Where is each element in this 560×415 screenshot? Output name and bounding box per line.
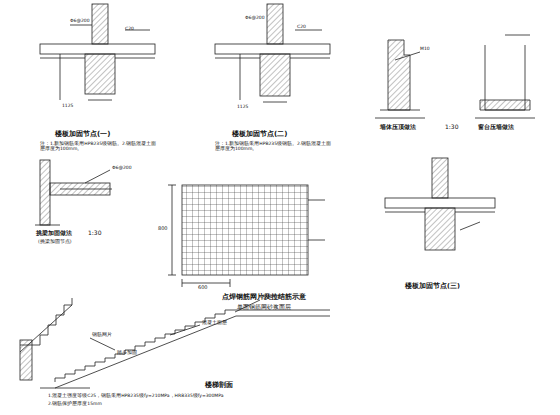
annotation-text: C20 [125,26,134,31]
annotation-text: Φ6@200 [245,15,265,20]
annotation-text: M10 [420,46,430,51]
annotation-text: 2.钢筋保护层厚度15mm [48,401,102,406]
annotation-text: 1.混凝土强度等级C25，钢筋采用HPB235级fy=210MPa，HRB335… [48,393,223,398]
detail-title: 楼板加固节点(一) [55,130,110,138]
annotation-text: 1125 [62,103,73,108]
annotation-text: 1125 [237,104,248,109]
detail-title: 楼板加固节点(二) [232,130,287,138]
annotation-text: Φ6@200 [70,18,90,23]
detail-title: 窗台压墙做法 [478,124,514,131]
annotation-text: 单面钢筋网砂浆面层 [237,304,291,310]
annotation-text: Φ6@200 [112,165,132,170]
annotation-text: 注：1.新加钢筋采用HPB235级钢筋。2.钢筋混凝土面层厚度为100mm。 [215,141,333,151]
annotation-text: 600 [198,285,208,291]
annotation-text: 混凝土面层 [202,320,227,325]
annotation-text: 1:30 [445,124,458,131]
detail-title: 挑梁加固做法 [36,230,72,237]
annotation-text: 楼梯平台 [262,294,282,299]
annotation-text: 800 [158,226,168,232]
detail-title: 墙体压顶做法 [380,124,416,131]
annotation-text: C20 [297,24,306,29]
detail-title: 楼板加固节点(三) [405,283,460,290]
annotation-text: 钢筋网片 [92,332,112,337]
annotation-text: (挑梁加固节点) [38,239,72,244]
annotation-text: 注：1.新加钢筋采用HPB235级钢筋。2.钢筋混凝土面层厚度为100mm。 [40,141,158,151]
annotation-text: 踏步加固 [117,350,137,355]
annotation-text: 1:30 [88,230,101,237]
detail-title: 楼梯剖面 [205,381,233,389]
